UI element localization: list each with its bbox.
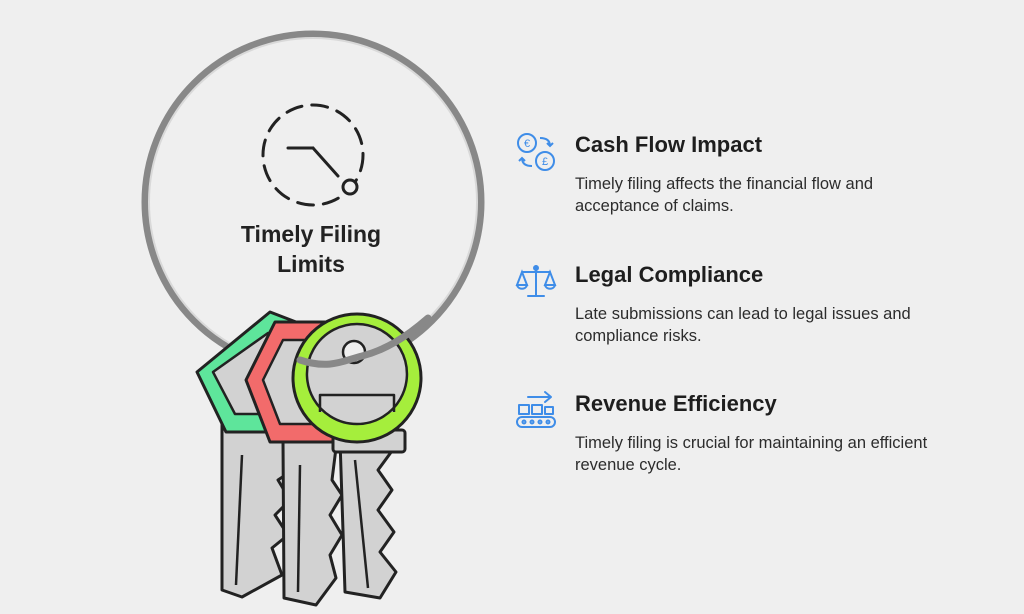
svg-text:€: € xyxy=(524,138,530,150)
svg-text:£: £ xyxy=(542,156,548,168)
ring-title: Timely Filing Limits xyxy=(221,219,401,279)
ring-title-line-1: Timely Filing xyxy=(240,221,382,247)
ring-title-line-2: Limits xyxy=(277,251,345,277)
item-description: Timely filing is crucial for maintaining… xyxy=(575,434,928,474)
timer-icon xyxy=(261,103,365,207)
item-title: Cash Flow Impact xyxy=(575,132,763,157)
item-description: Late submissions can lead to legal issue… xyxy=(575,305,911,345)
scales-icon xyxy=(515,265,557,297)
item-description: Timely filing affects the financial flow… xyxy=(575,175,874,215)
item-title: Revenue Efficiency xyxy=(575,391,777,416)
currency-exchange-icon: € £ xyxy=(517,133,555,171)
item-title: Legal Compliance xyxy=(575,262,764,287)
conveyor-belt-icon xyxy=(516,391,556,428)
